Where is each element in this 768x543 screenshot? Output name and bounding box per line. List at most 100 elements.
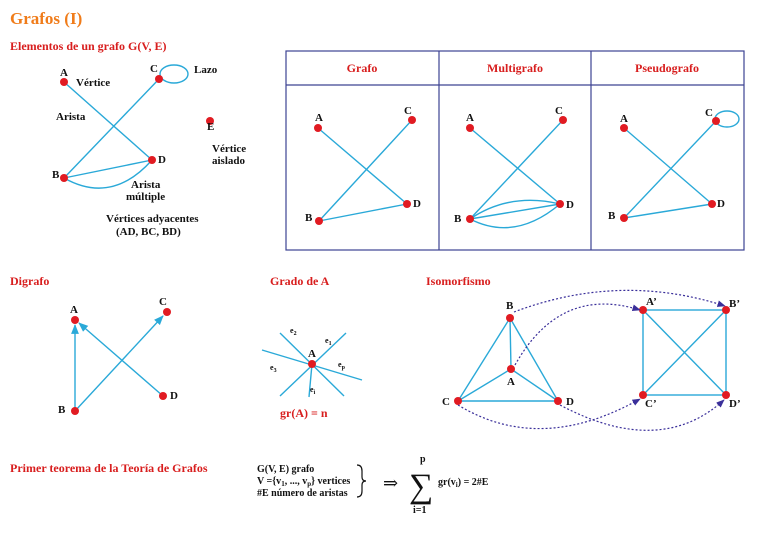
- label-e1: e1: [325, 336, 332, 347]
- arc-BC: [74, 315, 164, 412]
- header-pseudografo: Pseudografo: [635, 61, 699, 75]
- label-E: E: [207, 121, 214, 133]
- map-arrow-A: [514, 303, 641, 366]
- elements-section: Elementos de un grafo G(V, E) A B C D E …: [10, 39, 246, 238]
- edge-BC: [457, 317, 511, 402]
- label-e2: e2: [290, 326, 297, 337]
- node-C: [712, 117, 720, 125]
- theorem-line-1: G(V, E) grafo: [257, 464, 314, 475]
- label-e3: e3: [270, 363, 277, 374]
- edge-CA: [457, 368, 512, 402]
- node-D: [554, 397, 562, 405]
- label-ei: ei: [310, 385, 316, 396]
- label-isolated-1: Vértice: [212, 143, 246, 155]
- node-A: [308, 360, 316, 368]
- loop-C: [159, 64, 189, 84]
- label-A: A: [507, 376, 515, 388]
- digraph-heading: Digrafo: [10, 274, 49, 288]
- node-A: [60, 78, 68, 86]
- label-multiple-2: múltiple: [126, 191, 165, 203]
- node-D: [708, 200, 716, 208]
- theorem-result: gr(vi) = 2#E: [438, 477, 489, 489]
- node-C: [408, 116, 416, 124]
- degree-section: Grado de A A e2 e1 e3 ep ei gr(A) = n: [261, 274, 363, 420]
- degree-heading: Grado de A: [270, 274, 330, 288]
- node-B: [71, 407, 79, 415]
- label-C: C: [404, 105, 412, 117]
- label-C: C: [555, 105, 563, 117]
- edge-AD: [63, 81, 153, 161]
- edge-AD: [623, 127, 713, 205]
- header-grafo: Grafo: [347, 61, 378, 75]
- sum-symbol: ∑: [409, 468, 433, 505]
- label-A: A: [620, 113, 628, 125]
- label-D: D: [413, 198, 421, 210]
- label-lazo: Lazo: [194, 64, 218, 76]
- graph-types-table: Grafo Multigrafo Pseudografo A B C D: [285, 50, 745, 251]
- label-B: B: [506, 300, 514, 312]
- node-A-prime: [639, 306, 647, 314]
- label-D-prime: D’: [729, 398, 741, 410]
- label-arista: Arista: [56, 111, 86, 123]
- label-C: C: [159, 296, 167, 308]
- edge-BD: [509, 317, 559, 402]
- edge-BC: [469, 119, 564, 220]
- node-B-prime: [722, 306, 730, 314]
- map-arrow-C: [457, 398, 641, 430]
- label-C-prime: C’: [645, 398, 657, 410]
- label-A: A: [70, 304, 78, 316]
- node-C: [163, 308, 171, 316]
- map-arrow-B: [513, 289, 726, 313]
- edge-BD: [318, 203, 408, 222]
- node-C: [155, 75, 163, 83]
- edge-AD: [317, 127, 408, 205]
- edge-BC: [318, 119, 413, 222]
- sum-lower-limit: i=1: [413, 505, 426, 516]
- label-C: C: [442, 396, 450, 408]
- isomorphism-heading: Isomorfismo: [426, 274, 491, 288]
- multigraph: A B C D: [454, 105, 574, 229]
- digraph-section: Digrafo A B C D: [10, 274, 178, 416]
- label-B: B: [608, 210, 616, 222]
- simple-graph: A B C D: [305, 105, 421, 225]
- edge-B-C: [642, 309, 727, 396]
- page-title: Grafos (I): [10, 9, 82, 28]
- edge-BD-3: [469, 199, 561, 220]
- node-B: [620, 214, 628, 222]
- label-D: D: [566, 396, 574, 408]
- node-D: [556, 200, 564, 208]
- label-D: D: [170, 390, 178, 402]
- label-A: A: [315, 112, 323, 124]
- header-multigrafo: Multigrafo: [487, 61, 543, 75]
- elements-heading: Elementos de un grafo G(V, E): [10, 39, 166, 53]
- edge-BD: [623, 203, 713, 219]
- edge-ei: [308, 363, 313, 398]
- node-D: [148, 156, 156, 164]
- node-B: [315, 217, 323, 225]
- label-D: D: [566, 199, 574, 211]
- edge-AD: [469, 127, 561, 205]
- label-B-prime: B’: [729, 298, 740, 310]
- edge-BD-1: [63, 159, 153, 179]
- node-E: [206, 117, 214, 125]
- node-C: [559, 116, 567, 124]
- isomorphism-section: Isomorfismo A B C D A’ B’ C’ D’: [426, 274, 741, 431]
- node-B: [506, 314, 514, 322]
- theorem-line-3: #E número de aristas: [257, 488, 348, 499]
- node-A: [314, 124, 322, 132]
- node-C-prime: [639, 391, 647, 399]
- node-A: [71, 316, 79, 324]
- label-B: B: [305, 212, 313, 224]
- edge-BC: [623, 120, 717, 219]
- label-center-A: A: [308, 348, 316, 360]
- edge-BC: [63, 78, 160, 179]
- label-adjacent-1: Vértices adyacentes: [106, 213, 199, 225]
- node-A: [507, 365, 515, 373]
- label-A: A: [466, 112, 474, 124]
- label-D: D: [717, 198, 725, 210]
- node-C: [454, 397, 462, 405]
- node-D: [403, 200, 411, 208]
- edge-BD-2: [469, 203, 561, 229]
- sum-upper-limit: p: [420, 454, 426, 465]
